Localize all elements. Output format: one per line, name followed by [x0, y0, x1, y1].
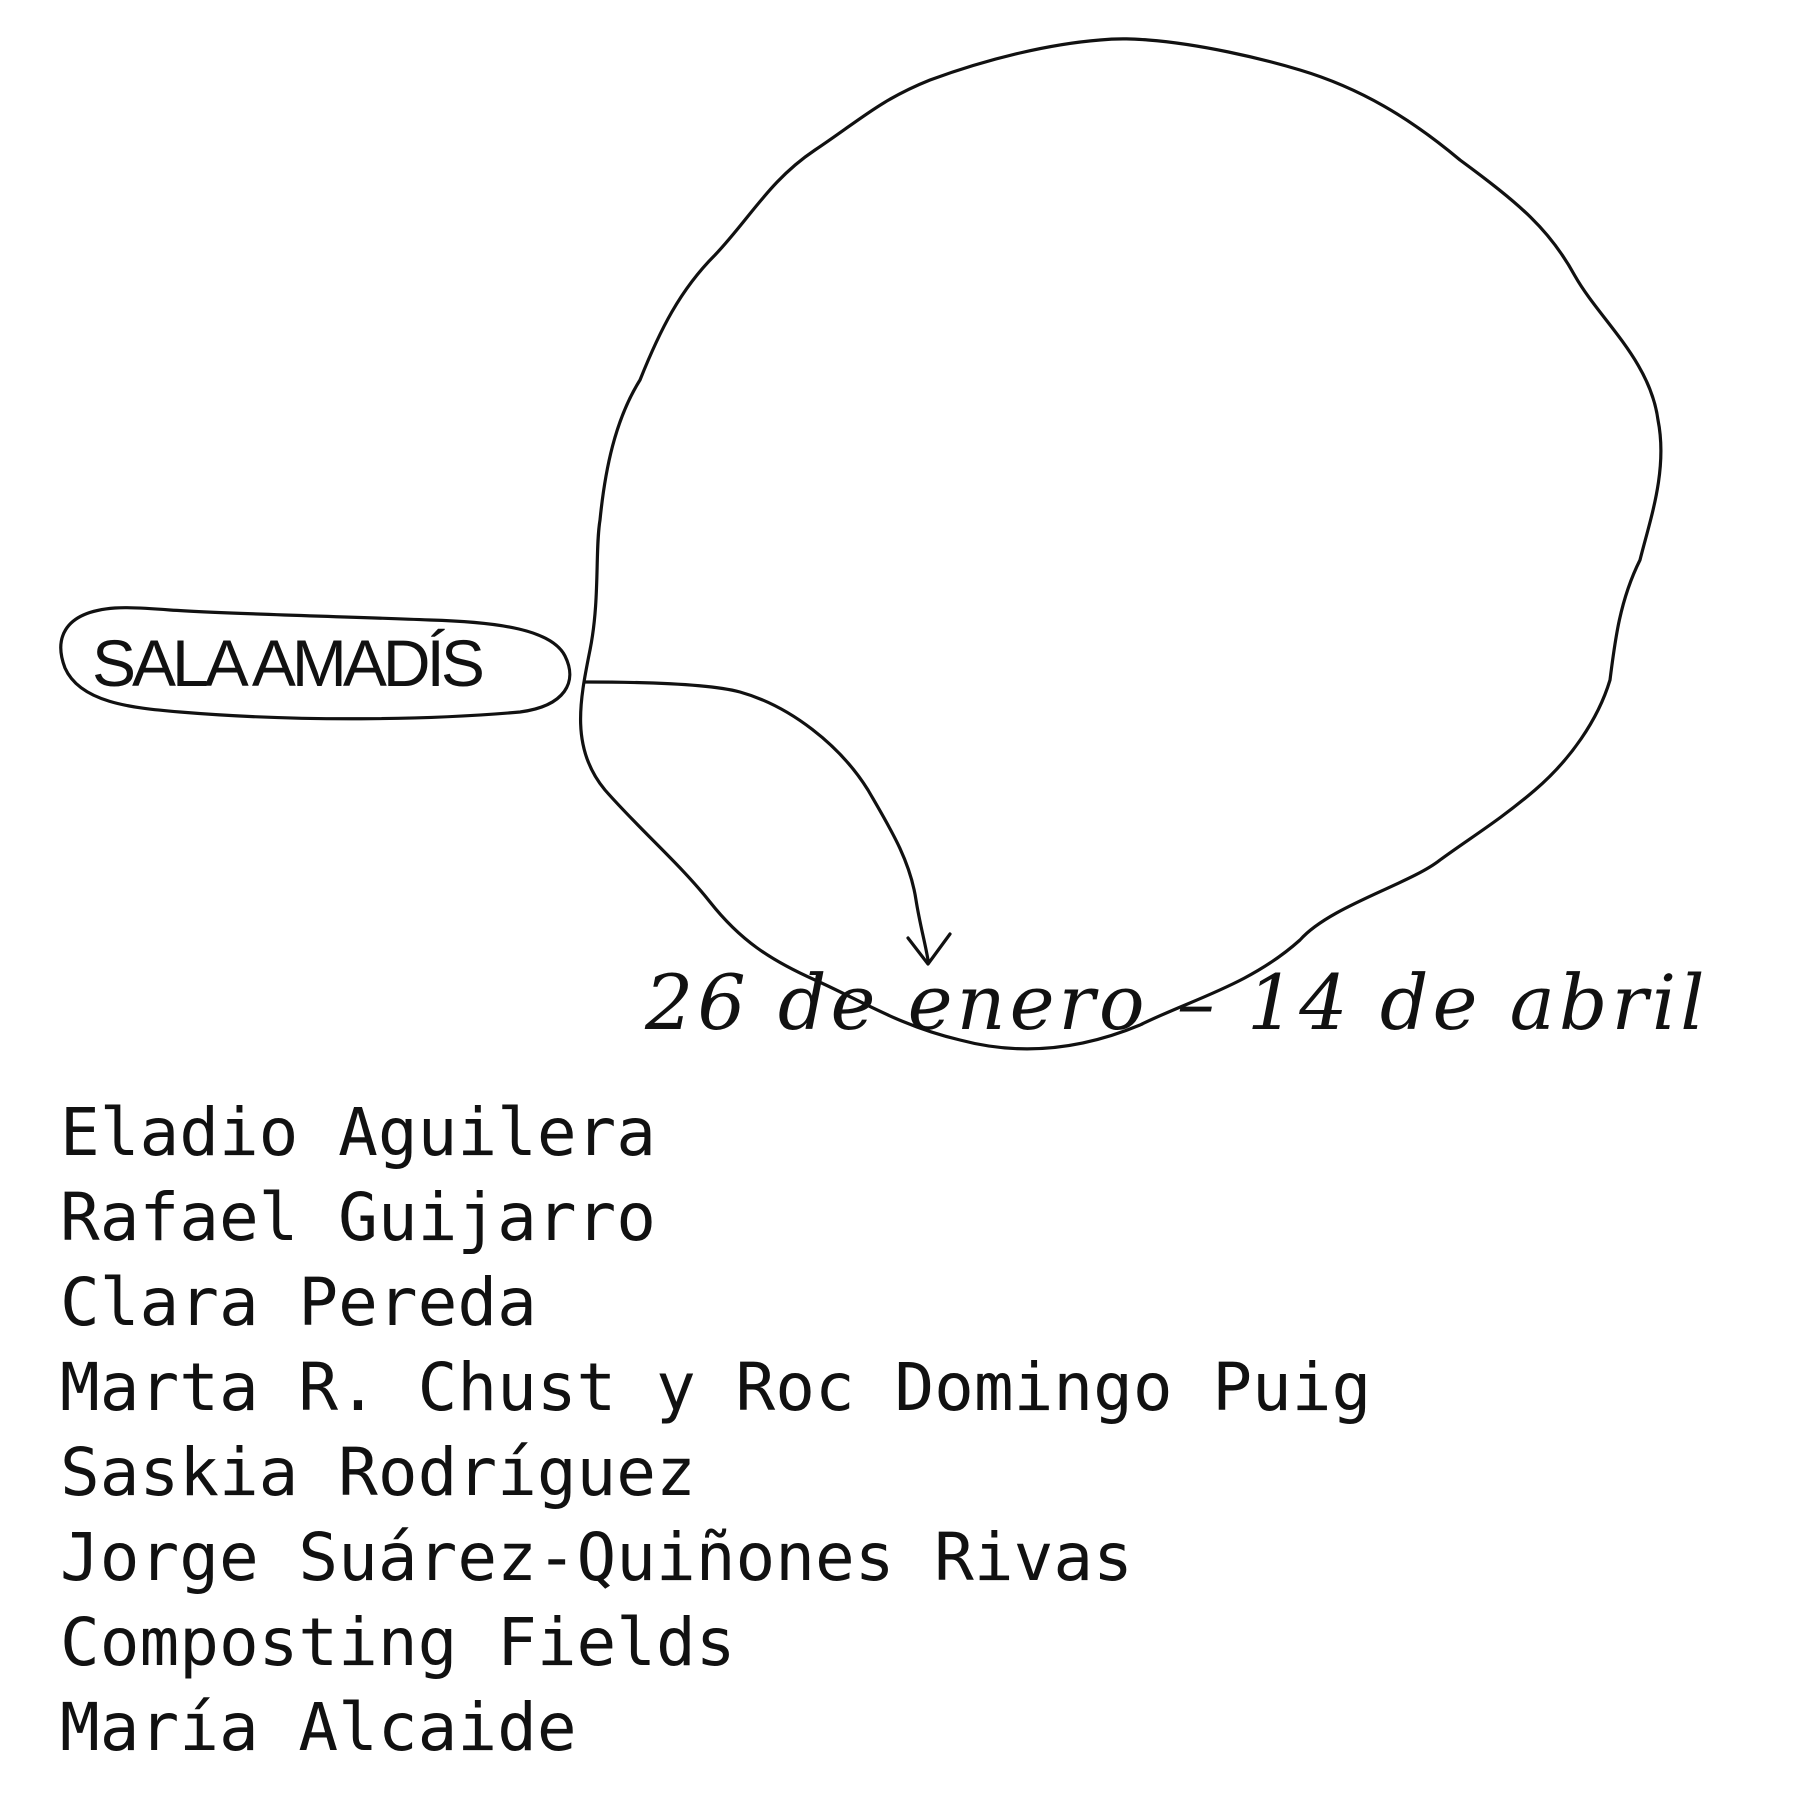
- artist-name: Eladio Aguilera: [60, 1094, 657, 1171]
- speech-bubble-outline: [578, 37, 1663, 1051]
- artist-name: Jorge Suárez-Quiñones Rivas: [60, 1519, 1133, 1596]
- artist-name: María Alcaide: [60, 1689, 577, 1766]
- artist-name: Rafael Guijarro: [60, 1179, 657, 1256]
- artist-name: Clara Pereda: [60, 1264, 537, 1341]
- venue-label-outline: [59, 606, 572, 721]
- artist-list: Eladio Aguilera Rafael Guijarro Clara Pe…: [60, 1090, 1371, 1770]
- artist-name: Marta R. Chust y Roc Domingo Puig: [60, 1349, 1372, 1426]
- pointer-arrow-line: [583, 680, 930, 962]
- artist-name: Composting Fields: [60, 1604, 736, 1681]
- exhibition-date-range: 26 de enero – 14 de abril: [645, 958, 1709, 1047]
- venue-label: SALA AMADÍS: [92, 626, 485, 700]
- pointer-arrow-head: [906, 932, 952, 966]
- artist-name: Saskia Rodríguez: [60, 1434, 696, 1511]
